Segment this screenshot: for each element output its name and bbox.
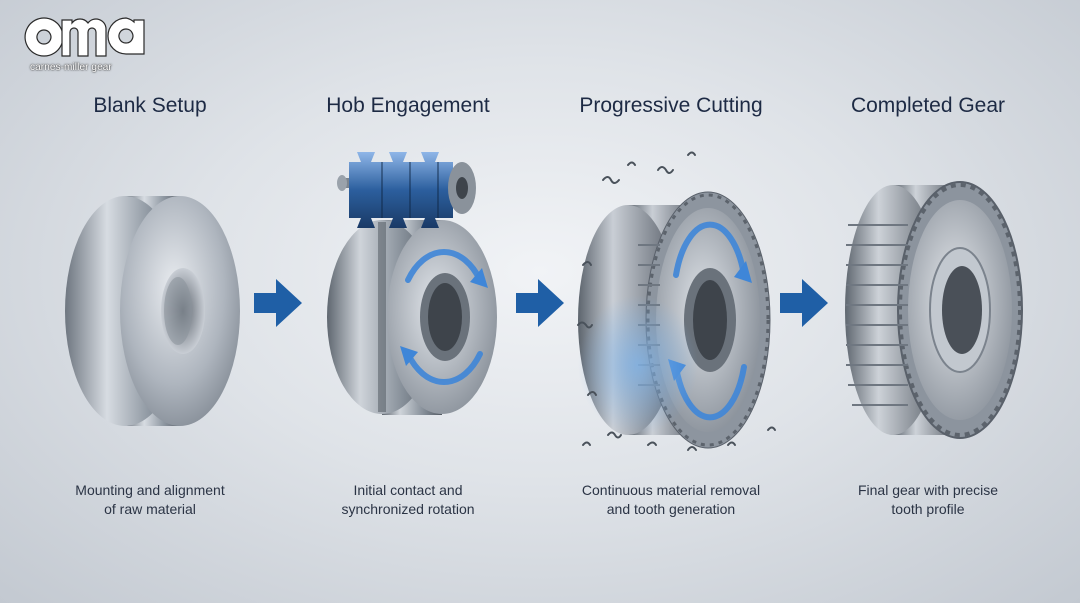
stage-2-title: Hob Engagement <box>326 94 490 117</box>
logo-tagline: carnes-miller gear <box>30 62 112 73</box>
chip-icon <box>577 151 776 451</box>
arrow-right-icon <box>516 279 564 327</box>
arrow-right-icon <box>254 279 302 327</box>
omg-logo-mark <box>24 17 145 57</box>
company-logo: carnes-miller gear <box>22 12 146 76</box>
hob-cutter-icon <box>337 152 476 228</box>
completed-gear-illustration <box>845 181 1023 439</box>
stage-4-description: Final gear with precise tooth profile <box>857 482 999 517</box>
stage-3-title: Progressive Cutting <box>579 94 763 117</box>
stage-4-title: Completed Gear <box>850 94 1006 117</box>
hob-engagement-illustration <box>327 152 497 415</box>
blank-disc-illustration <box>65 196 240 426</box>
stage-1-description: Mounting and alignment of raw material <box>75 482 225 517</box>
stage-3-description: Continuous material removal and tooth ge… <box>581 482 761 517</box>
rotation-arrows-icon <box>405 249 483 385</box>
arrow-right-icon <box>780 279 828 327</box>
stage-2-description: Initial contact and synchronized rotatio… <box>341 482 475 517</box>
stage-1-title: Blank Setup <box>93 94 207 117</box>
progressive-cutting-illustration <box>577 151 776 451</box>
